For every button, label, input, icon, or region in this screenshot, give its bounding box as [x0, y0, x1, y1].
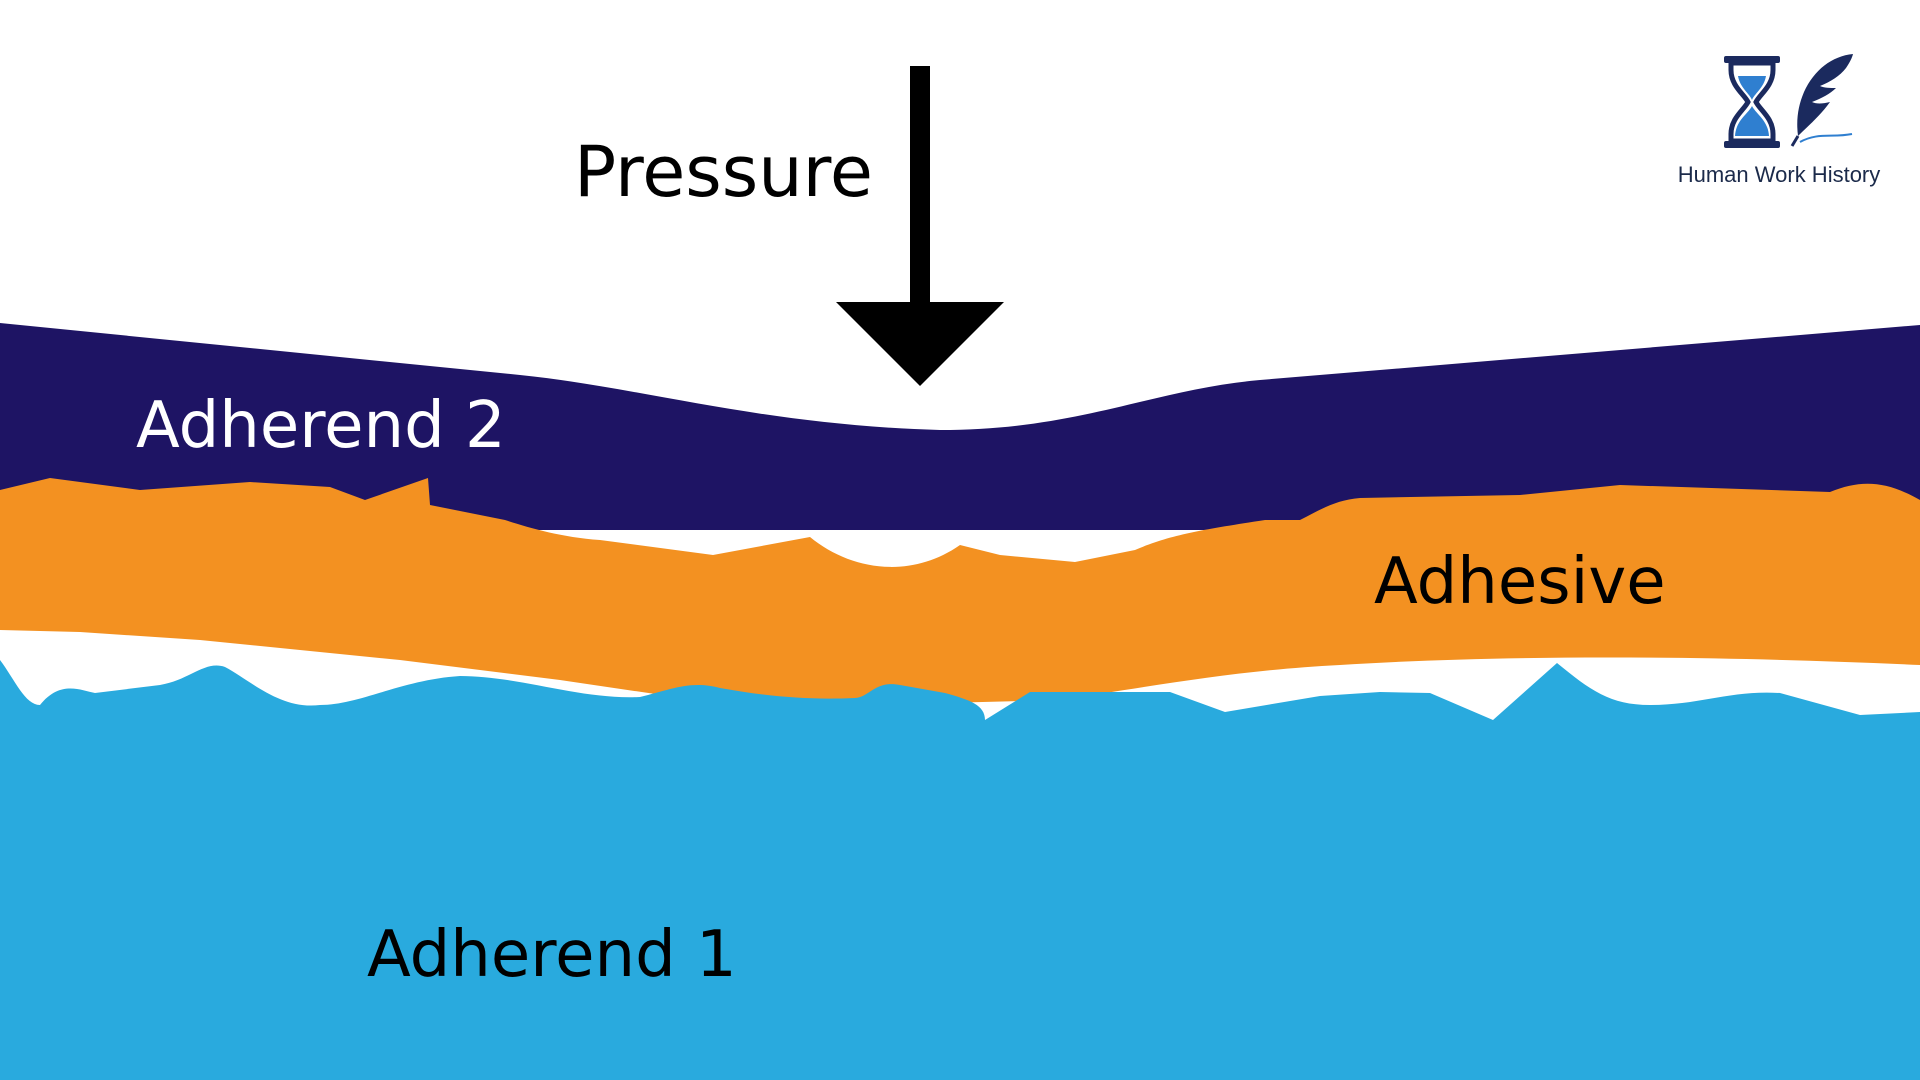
logo-graphic: [1724, 54, 1853, 148]
adhesive-layer: [0, 478, 1920, 708]
adherend-1-layer: [0, 660, 1920, 1080]
logo-text: Human Work History: [1677, 162, 1881, 187]
pressure-arrow-head: [836, 302, 1004, 386]
hourglass-icon: [1724, 56, 1780, 148]
quill-feather-icon: [1790, 54, 1853, 147]
adherend-1-label: Adherend 1: [367, 918, 737, 992]
adhesive-label: Adhesive: [1374, 545, 1666, 619]
pressure-arrow-shaft: [910, 66, 930, 306]
adherend-2-layer: [0, 323, 1920, 530]
pressure-label: Pressure: [574, 131, 873, 213]
adherend-2-label: Adherend 2: [136, 389, 506, 463]
brand-logo: Human Work History: [1664, 50, 1894, 195]
